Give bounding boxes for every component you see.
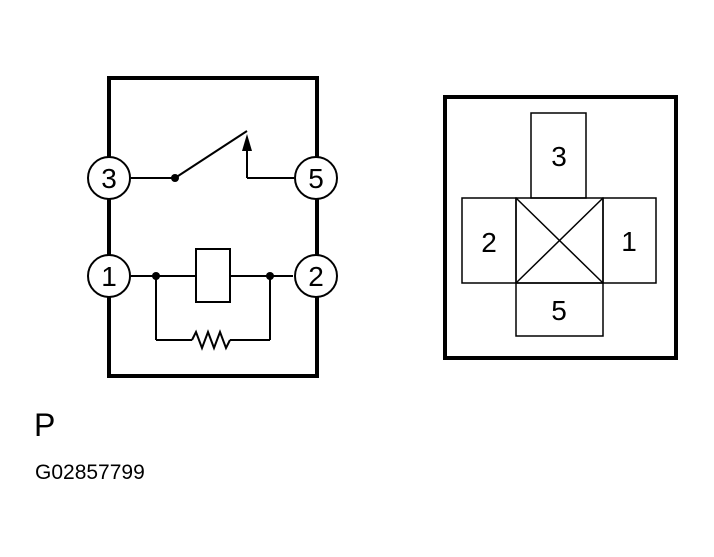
junction-dot-left	[152, 272, 160, 280]
pin-label-2: 2	[308, 261, 324, 292]
pin-terminal-2: 2	[294, 254, 338, 298]
connector-label-bottom: 5	[551, 295, 567, 326]
junction-dot-right	[266, 272, 274, 280]
figure-label: P	[34, 407, 56, 443]
resistor-zigzag	[191, 329, 231, 351]
pin-label-3: 3	[101, 163, 117, 194]
schematic-frame	[107, 76, 319, 378]
switch-pivot-dot	[171, 174, 179, 182]
relay-schematic: 3 5 1 2	[87, 76, 338, 378]
pin-label-1: 1	[101, 261, 117, 292]
figure-id: G02857799	[35, 461, 145, 484]
connector-cell-bottom	[515, 282, 604, 337]
coil-circuit	[131, 248, 293, 351]
connector-cell-right	[602, 197, 657, 284]
connector-view: 3 2 1 5	[443, 95, 678, 360]
pin-terminal-3: 3	[87, 156, 131, 200]
switch-contact	[131, 130, 294, 179]
connector-label-left: 2	[481, 227, 497, 258]
connector-frame	[443, 95, 678, 360]
connector-label-right: 1	[621, 226, 637, 257]
pin-terminal-1: 1	[87, 254, 131, 298]
connector-label-top: 3	[551, 141, 567, 172]
pin-label-5: 5	[308, 163, 324, 194]
switch-arrow-icon	[242, 134, 252, 151]
relay-coil	[195, 248, 231, 303]
pin-terminal-5: 5	[294, 156, 338, 200]
center-cross-b	[515, 197, 604, 284]
